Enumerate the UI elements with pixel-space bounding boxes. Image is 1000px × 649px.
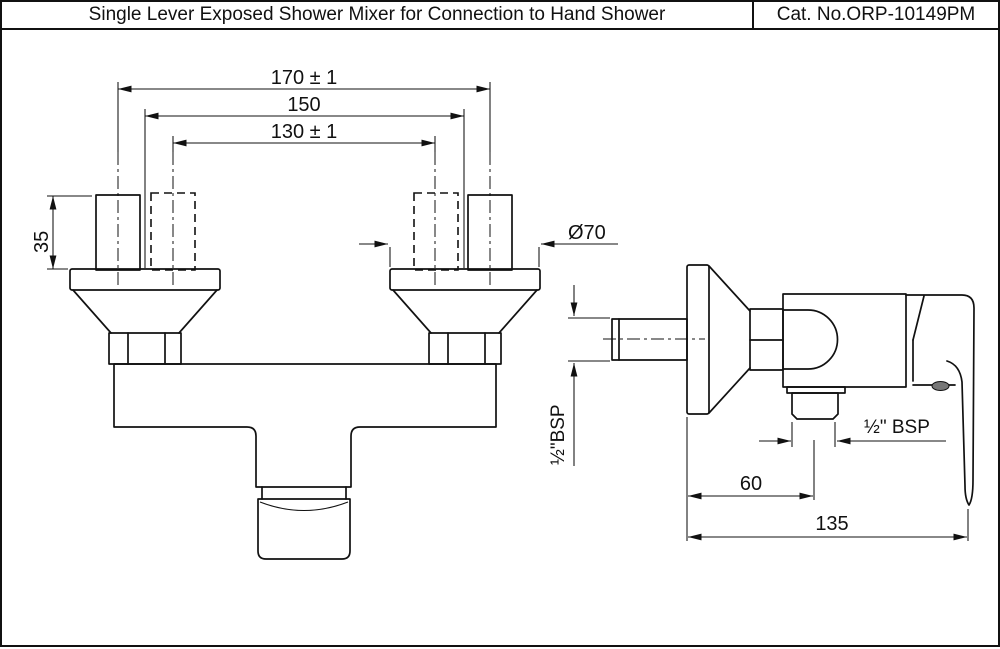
- inlet-elbow-profile: [782, 309, 839, 370]
- dimension-60: 60: [688, 440, 815, 500]
- dim-label-dia70: Ø70: [568, 222, 606, 244]
- mixer-body-front: [113, 363, 497, 560]
- dim-label-60: 60: [740, 473, 762, 495]
- right-hex-nut: [428, 332, 502, 365]
- wall-flange-side: [686, 264, 784, 415]
- page-title: Single Lever Exposed Shower Mixer for Co…: [88, 4, 666, 25]
- dimension-170: 170 ± 1: [117, 67, 491, 152]
- dim-label-170: 170 ± 1: [271, 67, 338, 89]
- wall-supply-pipe: [603, 318, 705, 361]
- left-solid-inlet-pipe: [95, 194, 141, 271]
- outlet-nipple: [786, 386, 846, 420]
- dimension-outlet-bsp: ½" BSP: [759, 417, 946, 447]
- dimension-dia70: Ø70: [359, 222, 618, 267]
- outlet-cap: [257, 498, 351, 560]
- handle-screw-cover: [931, 381, 950, 391]
- dimension-130: 130 ± 1: [172, 121, 436, 152]
- left-hex-nut: [108, 332, 182, 365]
- mixer-body-side: [782, 293, 975, 506]
- catalog-number: Cat. No.ORP-10149PM: [752, 2, 998, 28]
- right-inlet-connector: [389, 192, 541, 365]
- center-lines: [117, 152, 491, 285]
- dim-label-inlet-bsp: ½"BSP: [548, 404, 569, 465]
- right-hidden-inlet-pipe: [413, 192, 459, 271]
- left-hidden-inlet-pipe: [150, 192, 196, 271]
- title-bar: Single Lever Exposed Shower Mixer for Co…: [2, 2, 998, 30]
- left-flange-plate: [69, 268, 221, 291]
- dimension-35: 35: [31, 195, 92, 270]
- dimension-135: 135: [686, 417, 969, 541]
- dim-label-150: 150: [287, 94, 320, 116]
- dim-label-130: 130 ± 1: [271, 121, 338, 143]
- right-solid-inlet-pipe: [467, 194, 513, 271]
- dimension-inlet-bsp: ½"BSP: [548, 285, 610, 466]
- dim-label-outlet-bsp: ½" BSP: [864, 417, 930, 438]
- dimension-150: 150: [144, 94, 465, 268]
- front-view: 170 ± 1 150 130 ± 1 35: [31, 67, 618, 560]
- lever-handle: [905, 294, 975, 506]
- right-flange-plate: [389, 268, 541, 291]
- dim-label-135: 135: [815, 513, 848, 535]
- side-view: ½"BSP ½" BSP 60 135: [548, 264, 975, 541]
- dim-label-35: 35: [31, 231, 53, 253]
